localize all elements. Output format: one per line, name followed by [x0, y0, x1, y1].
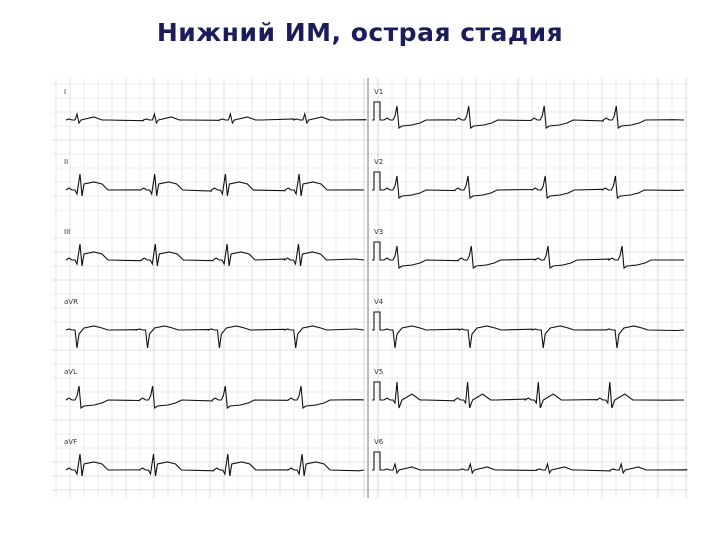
- trace-lead-v2: [372, 171, 685, 199]
- lead-label-iii: III: [64, 228, 71, 236]
- lead-label-v6: V6: [374, 438, 384, 446]
- ecg-grid-svg: [52, 78, 688, 498]
- trace-lead-v3: [372, 241, 684, 269]
- lead-label-ii: II: [64, 158, 69, 166]
- lead-label-avf: aVF: [64, 438, 78, 446]
- lead-label-i: I: [64, 88, 67, 96]
- trace-lead-v4: [372, 311, 685, 349]
- trace-lead-iii: [65, 243, 365, 267]
- trace-lead-v6: [372, 451, 688, 475]
- trace-lead-i: [65, 111, 367, 125]
- trace-lead-v5: [372, 381, 685, 409]
- trace-lead-v1: [372, 101, 685, 129]
- trace-lead-ii: [65, 173, 365, 197]
- lead-label-v1: V1: [374, 88, 384, 96]
- lead-label-avr: aVR: [64, 298, 78, 306]
- lead-label-v2: V2: [374, 158, 384, 166]
- lead-label-avl: aVL: [64, 368, 77, 376]
- trace-lead-avl: [65, 385, 365, 409]
- slide-title: Нижний ИМ, острая стадия: [156, 18, 564, 47]
- ecg-paper: [52, 78, 688, 498]
- ecg-tracing: I II III aVR aVL aVF V1 V2 V3 V4 V5 V6: [52, 78, 688, 498]
- lead-label-v5: V5: [374, 368, 384, 376]
- trace-lead-avf: [65, 453, 365, 477]
- trace-lead-avr: [65, 325, 365, 349]
- lead-label-v4: V4: [374, 298, 384, 306]
- lead-label-v3: V3: [374, 228, 384, 236]
